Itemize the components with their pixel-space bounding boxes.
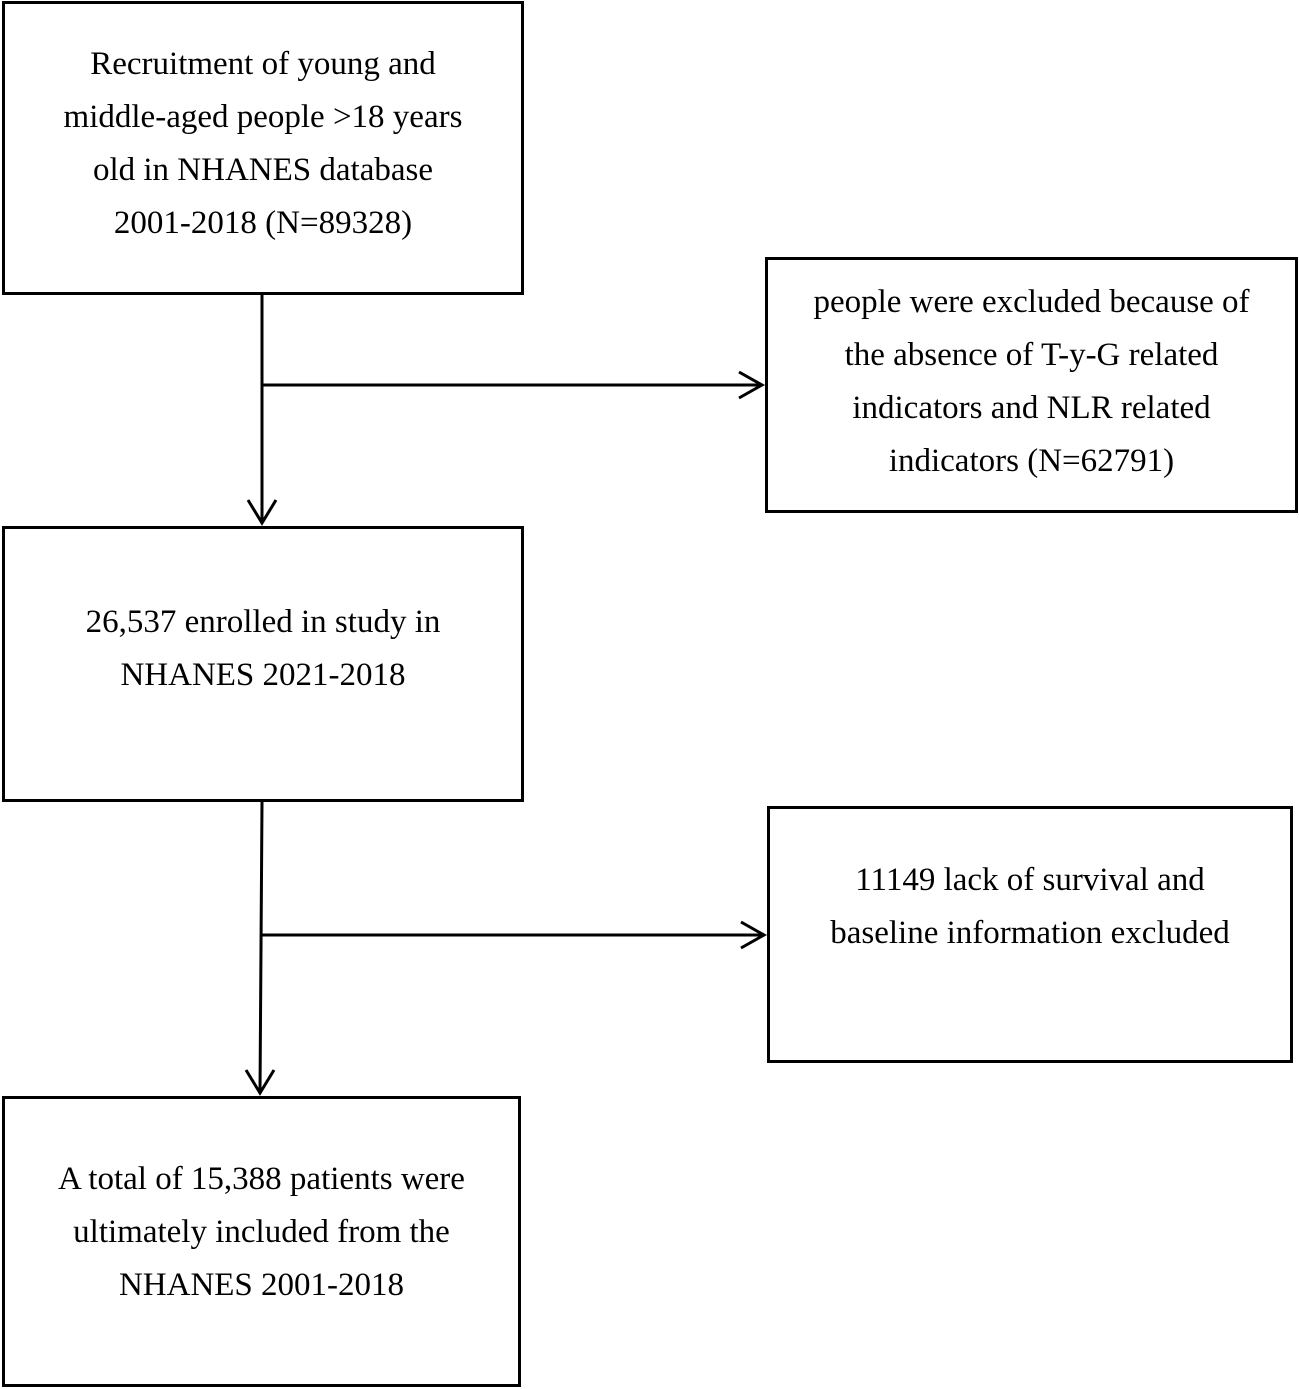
exclusion-2-text: 11149 lack of survival and baseline info… xyxy=(830,861,1230,951)
recruitment-box: Recruitment of young and middle-aged peo… xyxy=(2,1,524,295)
arrowhead-final xyxy=(244,1069,276,1096)
final-box: A total of 15,388 patients were ultimate… xyxy=(2,1096,521,1387)
recruitment-text: Recruitment of young and middle-aged peo… xyxy=(63,46,463,241)
enrolled-text: 26,537 enrolled in study in NHANES 2021-… xyxy=(85,604,441,693)
arrowhead-enrolled xyxy=(246,499,278,526)
exclusion-1-text: people were excluded because of the abse… xyxy=(813,284,1250,479)
arrowhead-exclusion-1 xyxy=(738,370,766,400)
exclusion-box-2: 11149 lack of survival and baseline info… xyxy=(767,806,1293,1063)
arrowhead-exclusion-2 xyxy=(740,920,768,950)
exclusion-box-1: people were excluded because of the abse… xyxy=(765,257,1298,513)
final-text: A total of 15,388 patients were ultimate… xyxy=(58,1161,465,1303)
arrow-enrolled-to-final xyxy=(258,801,264,1094)
enrolled-box: 26,537 enrolled in study in NHANES 2021-… xyxy=(2,526,524,802)
